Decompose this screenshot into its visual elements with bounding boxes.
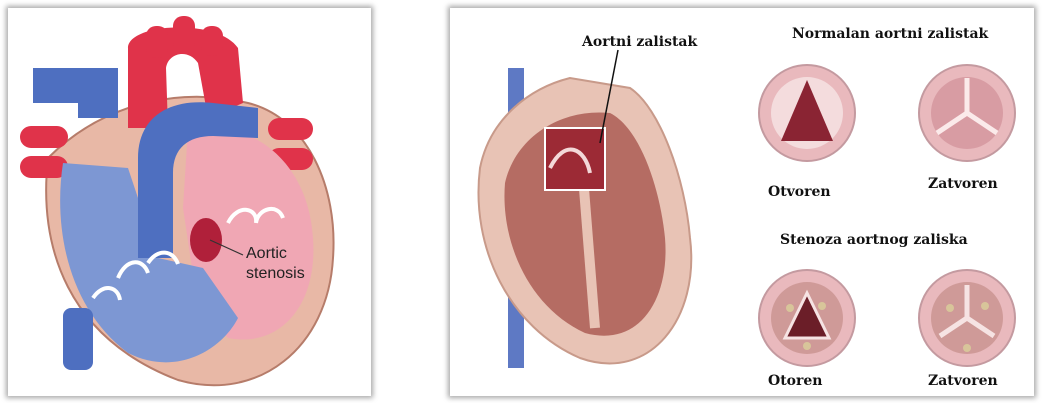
valve-illustration: Aortni zalistak Normalan aortni zalistak… <box>450 8 1034 396</box>
stenosis-valve-closed <box>919 270 1015 366</box>
heading-normal-valve: Normalan aortni zalistak <box>792 26 989 42</box>
left-vessel-1 <box>20 126 68 148</box>
label-stenosis-open: Otoren <box>768 373 822 389</box>
normal-valve-open <box>759 65 855 161</box>
left-heart-diagram-panel: Aortic stenosis <box>8 8 371 396</box>
inferior-vena-cava <box>63 308 93 370</box>
heading-stenosis-valve: Stenoza aortnog zaliska <box>780 232 968 248</box>
aortic-branch-1 <box>146 26 168 58</box>
aortic-branch-2 <box>173 16 195 52</box>
heart-schematic: Aortic stenosis <box>8 8 371 396</box>
label-aortic: Aortic <box>246 245 287 262</box>
right-valve-diagram-panel: Aortni zalistak Normalan aortni zalistak… <box>450 8 1034 396</box>
stenosis-valve-open <box>759 270 855 366</box>
left-vessel-2 <box>20 156 68 178</box>
label-normal-open: Otvoren <box>768 184 831 200</box>
pulmonary-vein-1 <box>268 118 313 140</box>
aortic-stenosis-region <box>190 218 222 262</box>
aortic-branch-3 <box>201 26 223 56</box>
label-stenosis-closed: Zatvoren <box>928 373 998 389</box>
label-stenosis: stenosis <box>246 265 305 282</box>
label-normal-closed: Zatvoren <box>928 176 998 192</box>
superior-vena-cava <box>33 68 118 118</box>
label-aortni-zalistak: Aortni zalistak <box>581 34 697 50</box>
normal-valve-closed <box>919 65 1015 161</box>
